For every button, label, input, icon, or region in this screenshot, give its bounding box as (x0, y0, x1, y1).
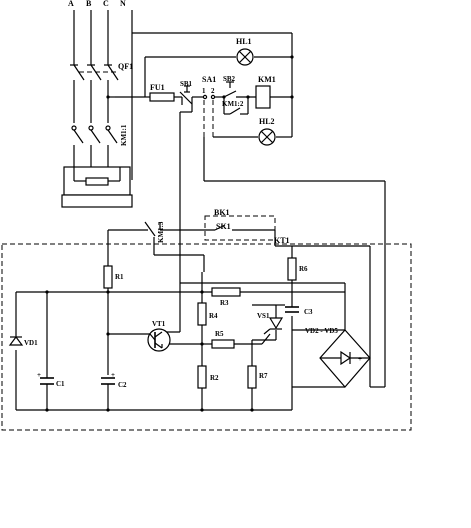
c3-label: C3 (304, 308, 313, 316)
load-unit (61, 166, 133, 208)
sb2-label: SB2 (223, 75, 236, 83)
km1-aux2-label: KM1:2 (222, 100, 244, 108)
sk1-label: SK1 (216, 222, 231, 231)
kt1-label: KT1 (274, 236, 290, 245)
sa1-label: SA1 (202, 75, 216, 84)
phase-a-label: A (68, 0, 74, 8)
km1-aux2-contact (222, 95, 250, 115)
r1-resistor (103, 265, 113, 289)
vd1-label: VD1 (24, 339, 38, 347)
r5-resistor (211, 339, 235, 349)
phase-b-label: B (86, 0, 92, 8)
diode-bridge (319, 329, 371, 388)
sb1-label: SB1 (180, 80, 193, 88)
c1-capacitor (40, 377, 54, 385)
c1-label: C1 (56, 380, 65, 388)
c2-plus: + (111, 371, 115, 379)
r7-resistor (247, 365, 257, 389)
km1-aux3-label: KM1:3 (157, 221, 165, 243)
kt1-contact (275, 245, 371, 387)
r2-resistor (197, 365, 207, 389)
r1-label: R1 (115, 273, 124, 281)
c3-capacitor (285, 303, 299, 313)
vs1-thyristor (263, 317, 284, 335)
km1-coil-label: KM1 (258, 75, 276, 84)
vs1-label: VS1 (257, 312, 270, 320)
hl1-lamp (236, 48, 254, 66)
c1-plus: + (37, 371, 41, 379)
r4-label: R4 (209, 312, 218, 320)
sa1-selector (198, 94, 216, 137)
r6-label: R6 (299, 265, 308, 273)
r7-label: R7 (259, 372, 268, 380)
hl2-lamp (258, 128, 276, 146)
board-wires (15, 230, 385, 412)
fu1-label: FU1 (150, 83, 165, 92)
phase-c-label: C (103, 0, 109, 8)
r2-label: R2 (210, 374, 219, 382)
phase-lines (73, 10, 133, 180)
bridge-label: VD2 - VD5 (305, 327, 338, 335)
r3-label: R3 (220, 299, 229, 307)
phase-n-label: N (120, 0, 126, 8)
sa1-pos1: 1 (202, 87, 206, 95)
r3-resistor (211, 287, 241, 297)
c2-label: C2 (118, 381, 127, 389)
bridge-plus: + (358, 355, 362, 363)
bk1-label: BK1 (214, 208, 230, 217)
hl1-label: HL1 (236, 37, 252, 46)
qf1-breaker (70, 64, 119, 123)
sb1-button (179, 85, 198, 105)
fu1-fuse (149, 92, 175, 102)
r5-label: R5 (215, 330, 224, 338)
r4-resistor (197, 302, 207, 326)
hl2-label: HL2 (259, 117, 275, 126)
km1-main-label: KM1:1 (120, 124, 128, 146)
sb2-button (215, 81, 256, 98)
r6-resistor (287, 257, 297, 281)
vt1-label: VT1 (152, 320, 166, 328)
km1-main-contacts (71, 125, 118, 167)
vd1-zener (8, 336, 24, 346)
km1-coil (255, 85, 271, 109)
km1-aux3-contact (108, 221, 205, 272)
c2-capacitor (101, 377, 115, 385)
vt1-transistor (147, 328, 171, 352)
sa1-pos2: 2 (211, 87, 215, 95)
qf1-label: QF1 (118, 62, 133, 71)
bk1-sk1-thermal (160, 215, 276, 246)
control-board-frame (1, 243, 412, 431)
